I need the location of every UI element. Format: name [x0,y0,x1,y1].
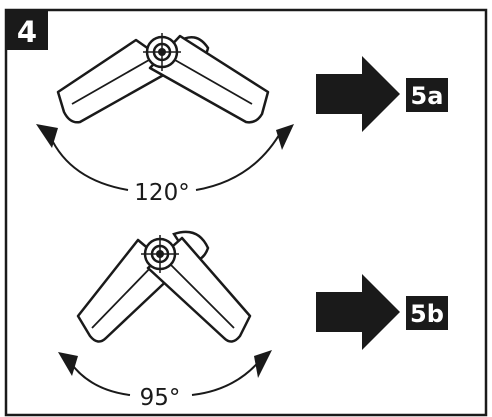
arrowhead-left [36,124,58,148]
hinge-95-diagram [76,230,252,343]
panel-border [4,8,488,417]
angle-arc-left [69,361,131,396]
hinge-120-diagram [56,33,270,124]
arrowhead-left [58,352,78,376]
next-arrow-5b: 5b [316,274,448,350]
angle-arc-right [191,357,263,396]
target-label-5b: 5b [410,300,444,328]
hinge-right-arm-edge [167,261,235,329]
arrow-right-icon [316,56,400,132]
target-badge-5b [406,296,448,330]
step-number: 4 [17,15,37,49]
arrowhead-right [276,124,294,150]
angle-label-95: 95° [140,385,181,411]
pivot-crosshair [143,33,181,71]
hinge-right-arm-edge [167,55,253,105]
angle-arc-left [49,135,129,191]
target-label-5a: 5a [411,82,444,110]
angle-arc-right [195,129,283,191]
angle-arc-95: 95° [58,350,272,411]
next-arrow-5a: 5a [316,56,448,132]
hinge-left-arm-edge [91,261,157,329]
angle-arc-120: 120° [36,124,294,206]
arrow-right-icon [316,274,400,350]
hinge-left-arm-edge [71,55,157,105]
target-badge-5a [406,78,448,112]
step-badge: 4 [6,10,48,50]
pivot-crosshair [141,235,179,273]
hinge-right-arm [146,236,252,343]
arrowhead-right [254,350,272,378]
step-badge-box [6,10,48,50]
angle-label-120: 120° [134,180,189,206]
